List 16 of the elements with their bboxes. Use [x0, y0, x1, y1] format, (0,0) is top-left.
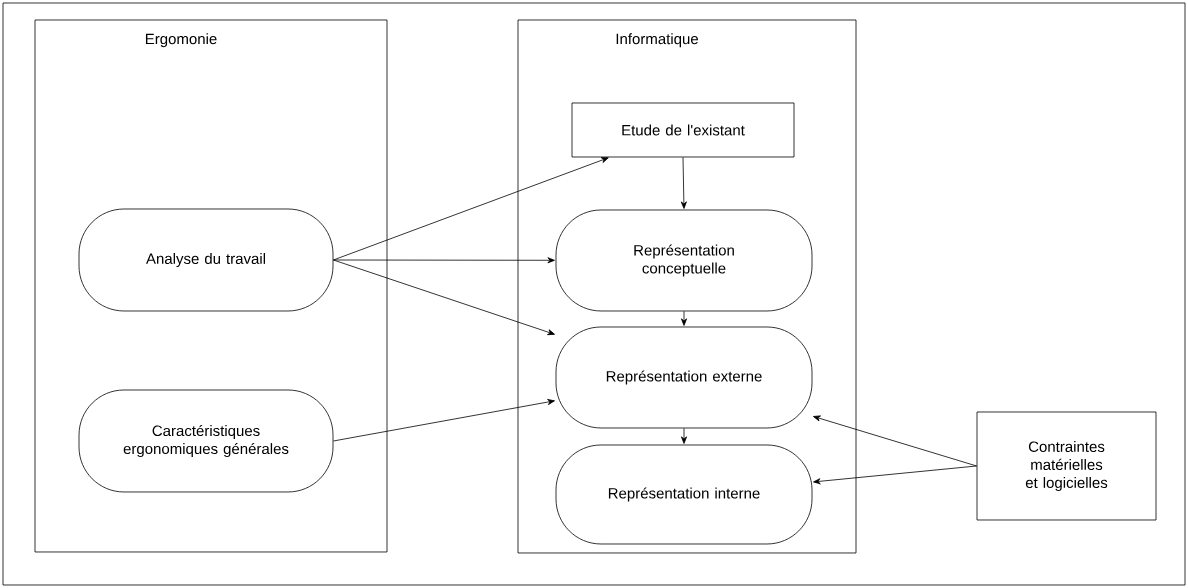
rounded-box: Représentation interne	[555, 444, 813, 545]
arrow	[681, 428, 687, 444]
arrow	[333, 157, 609, 261]
arrow	[813, 415, 977, 467]
rounded-box: Analyse du travail	[78, 208, 334, 312]
process-box: Etude de l'existant	[571, 102, 795, 158]
arrow	[680, 157, 687, 209]
rounded-box: Représentation externe	[555, 326, 813, 429]
arrow	[681, 311, 687, 326]
arrow	[333, 399, 555, 442]
process-box: Contraintes matérielles et logicielles	[976, 411, 1157, 521]
arrow	[813, 465, 977, 485]
rounded-box: Caractéristiques ergonomiques générales	[78, 389, 334, 493]
arrow	[333, 259, 555, 336]
rounded-box: Représentation conceptuelle	[555, 209, 813, 312]
arrow	[333, 257, 555, 264]
